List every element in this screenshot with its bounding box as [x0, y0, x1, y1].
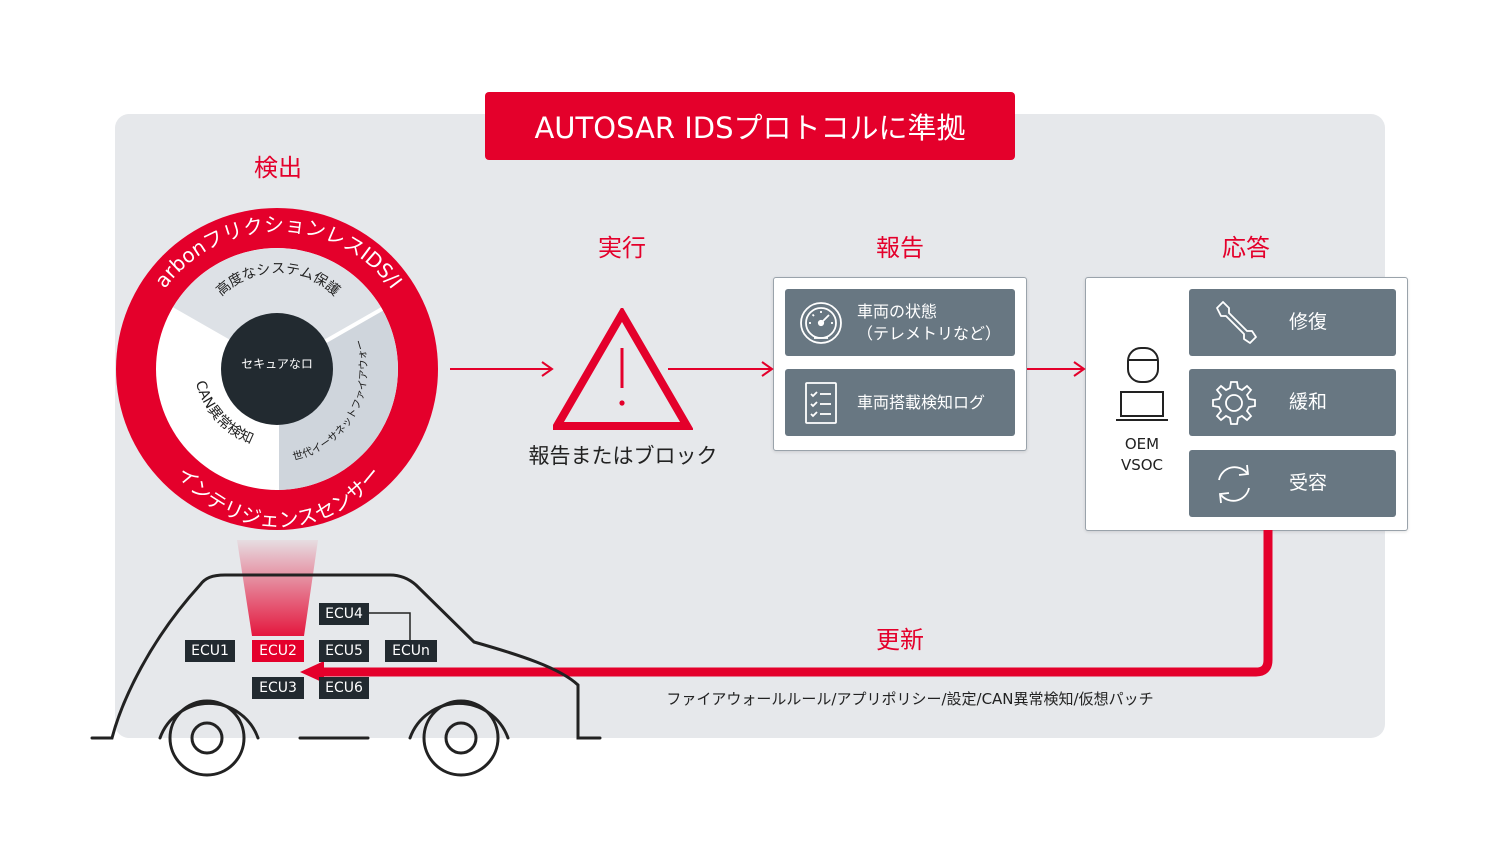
car-outline: [90, 573, 602, 777]
update-arrow: [300, 530, 1273, 683]
oem-vsoc-icon: [1112, 344, 1172, 430]
stage-label-report: 報告: [876, 234, 924, 262]
checklist-icon: [785, 380, 857, 426]
flow-arrow-detect-to-execute: [450, 361, 554, 377]
flow-arrow-execute-to-report: [668, 361, 774, 377]
report-item-line1: 車両の状態: [857, 301, 938, 321]
ecu5-block: ECU5: [319, 640, 369, 662]
autosar-banner: AUTOSAR IDSプロトコルに準拠: [485, 92, 1015, 160]
ecu4-block: ECU4: [319, 603, 369, 625]
wheel-center-text: セキュアなロ: [241, 357, 313, 371]
report-item-detection-log: 車両搭載検知ログ: [785, 369, 1015, 436]
report-item-vehicle-status: 車両の状態 （テレメトリなど）: [785, 289, 1015, 356]
oem-vsoc-label: OEM VSOC: [1112, 434, 1172, 476]
response-item-label: 修復: [1289, 310, 1328, 333]
speedometer-icon: [785, 298, 857, 348]
stage-label-respond: 応答: [1222, 234, 1270, 262]
sensor-beam: [237, 540, 318, 636]
update-caption: ファイアウォールルール/アプリポリシー/設定/CAN異常検知/仮想パッチ: [666, 690, 1154, 708]
report-item-line2: （テレメトリなど）: [857, 323, 1002, 343]
flow-arrow-report-to-respond: [1027, 361, 1086, 377]
report-item-line1: 車両搭載検知ログ: [857, 392, 986, 412]
ecu-connector-line: [366, 612, 411, 640]
response-item-remediate: 修復: [1189, 289, 1396, 356]
warning-icon: [550, 306, 694, 434]
ecu1-block: ECU1: [185, 640, 235, 662]
ecu2-block: ECU2: [252, 640, 304, 662]
stage-label-update: 更新: [876, 626, 924, 654]
response-item-accept: 受容: [1189, 450, 1396, 517]
wrench-icon: [1189, 298, 1279, 348]
execute-caption: 報告またはブロック: [528, 444, 718, 468]
detection-wheel: [116, 208, 438, 530]
stage-label-execute: 実行: [598, 234, 646, 262]
gear-icon: [1189, 378, 1279, 428]
oem-label: OEM: [1124, 435, 1160, 453]
response-item-mitigate: 緩和: [1189, 369, 1396, 436]
ecu6-block: ECU6: [319, 677, 369, 699]
vsoc-label: VSOC: [1120, 456, 1164, 474]
stage-label-detect: 検出: [254, 154, 302, 182]
response-item-label: 受容: [1289, 471, 1328, 494]
response-item-label: 緩和: [1289, 390, 1328, 413]
ecun-block: ECUn: [385, 640, 437, 662]
ecu3-block: ECU3: [252, 677, 304, 699]
refresh-icon: [1189, 459, 1279, 509]
wheel-top-text: xCarbonフリクションレスIDS/IPS: [0, 0, 407, 293]
